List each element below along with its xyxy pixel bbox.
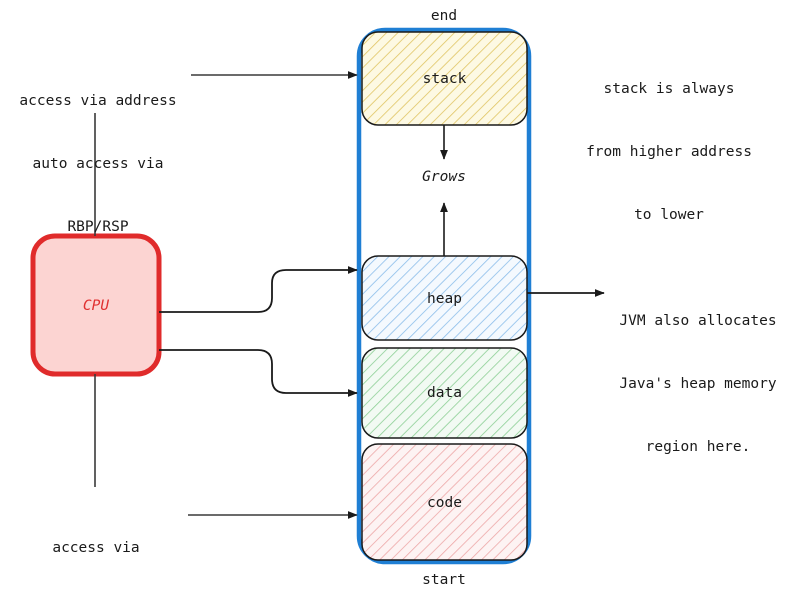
annotation-jvm-heap: JVM also allocates Java's heap memory re… — [610, 269, 786, 500]
cpu-label: CPU — [82, 298, 110, 314]
connector-cpu-heap — [159, 266, 358, 313]
annotation-stack-access: access via address auto access via RBP/R… — [8, 49, 188, 280]
annotation-stack-direction-line-2: from higher address — [586, 144, 752, 160]
connector-cpu-data — [159, 349, 358, 397]
annotation-stack-access-line-2: auto access via — [32, 156, 164, 172]
annotation-stack-direction: stack is always from higher address to l… — [558, 37, 780, 268]
annotation-stack-direction-line-3: to lower — [634, 207, 704, 223]
segment-label-heap: heap — [427, 291, 462, 307]
annotation-code-access-line-1: access via — [52, 540, 140, 556]
segment-label-stack: stack — [422, 71, 467, 87]
segment-data-shape[interactable] — [361, 347, 528, 439]
segment-code-shape[interactable] — [361, 443, 528, 561]
annotation-jvm-heap-line-2: Java's heap memory — [619, 376, 777, 392]
memory-start-label: start — [422, 572, 466, 588]
annotation-stack-access-line-3: RBP/RSP — [67, 219, 129, 235]
annotation-jvm-heap-line-3: region here. — [645, 439, 751, 455]
memory-end-label: end — [430, 8, 458, 24]
cpu-box-shape[interactable] — [30, 233, 162, 377]
segment-label-data: data — [427, 385, 462, 401]
segment-stack-shape[interactable] — [361, 31, 528, 126]
memory-container-outline — [356, 27, 532, 565]
annotation-stack-access-line-1: access via address — [19, 93, 177, 109]
segment-label-code: code — [427, 495, 462, 511]
grows-label: Grows — [422, 169, 466, 185]
annotation-jvm-heap-line-1: JVM also allocates — [619, 313, 777, 329]
annotation-stack-direction-line-1: stack is always — [603, 81, 735, 97]
annotation-code-access: access via Instruction pointer — [6, 496, 186, 603]
